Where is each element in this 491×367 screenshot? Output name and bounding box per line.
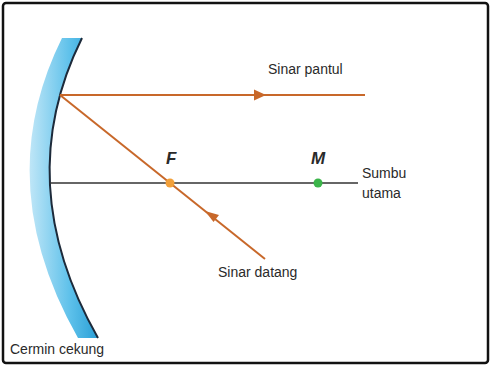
ray-label: Sinar pantul: [268, 60, 343, 78]
mirror-surface: [50, 38, 98, 338]
focus-point: [166, 179, 175, 188]
center-point: [314, 179, 323, 188]
arrowhead: [254, 90, 266, 101]
principal-axis: [50, 182, 358, 184]
point-label: F: [166, 150, 176, 168]
mirror-label: Cermin cekung: [10, 340, 104, 358]
reflected-ray: [60, 94, 365, 96]
arrowhead: [205, 211, 219, 222]
ray-label: Sinar datang: [218, 263, 297, 281]
frame: [3, 3, 488, 363]
axis-label: Sumbu utama: [362, 163, 418, 203]
concave-mirror: [30, 38, 98, 338]
point-label: M: [311, 150, 325, 168]
incident-ray: [60, 95, 265, 259]
